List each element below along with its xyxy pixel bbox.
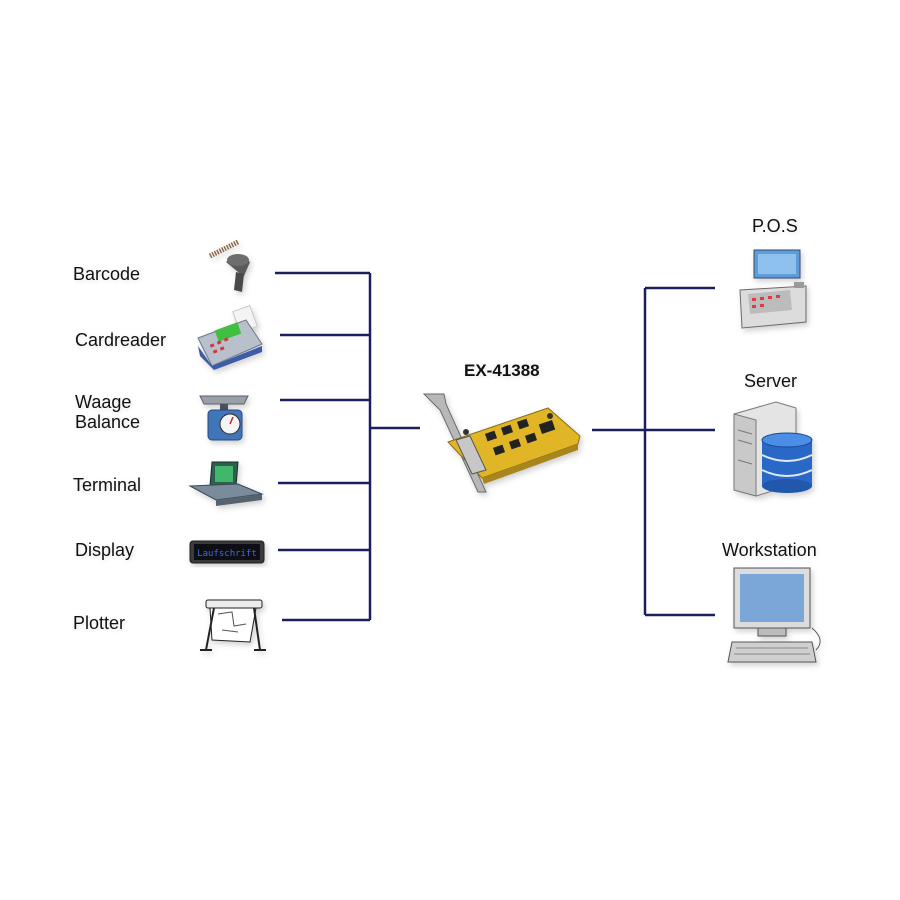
label-display: Display [75,540,135,560]
plotter-icon [200,599,266,651]
server-database-icon [733,401,813,497]
pci-card-icon [422,393,581,493]
pos-terminal-icon [739,249,807,329]
label-balance: Balance [75,412,141,432]
card-reader-icon [197,304,263,370]
barcode-scanner-icon [208,239,250,292]
label-server: Server [744,371,798,391]
label-cardreader: Cardreader [75,330,167,350]
led-display-text: Laufschrift [197,549,257,559]
label-card-model: EX-41388 [464,361,540,380]
label-waage: Waage [75,392,132,412]
label-pos: P.O.S [752,216,798,236]
label-plotter: Plotter [73,613,126,633]
scale-icon [199,395,249,441]
label-waage-balance: Waage Balance [75,392,140,432]
workstation-icon [727,567,821,663]
terminal-icon [188,461,264,506]
label-workstation: Workstation [722,540,817,560]
connector-lines [275,271,715,622]
label-terminal: Terminal [73,475,142,495]
label-barcode: Barcode [73,264,141,284]
led-display-icon: Laufschrift [189,540,265,564]
